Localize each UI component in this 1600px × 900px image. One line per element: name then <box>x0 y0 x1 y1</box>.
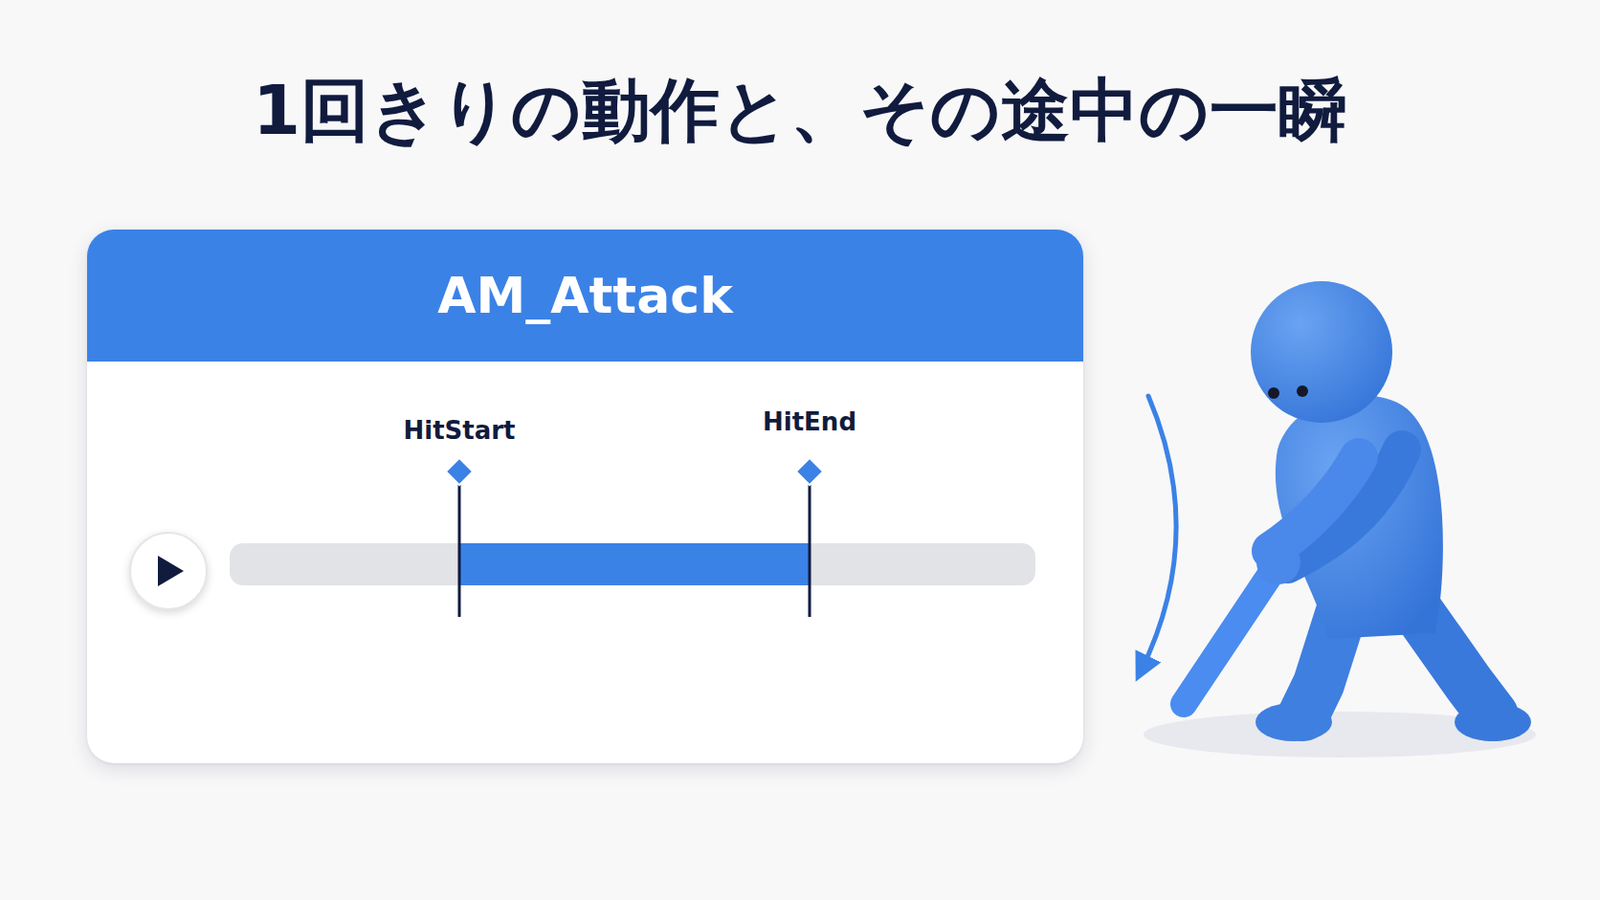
play-button <box>130 533 207 610</box>
animation-card: AM_Attack <box>87 229 1084 764</box>
marker-label: HitEnd <box>762 407 857 437</box>
title: 1回きりの動作と、その途中の一瞬 <box>0 68 1600 152</box>
figure-body <box>1183 281 1532 742</box>
eye <box>1267 387 1280 400</box>
play-icon <box>157 555 184 587</box>
marker-line <box>808 473 812 618</box>
hands <box>1256 540 1301 585</box>
marker-diamond <box>796 458 823 486</box>
head <box>1250 281 1393 423</box>
card-title: AM_Attack <box>437 266 733 325</box>
front-foot <box>1255 703 1333 742</box>
swing-arrow <box>1140 396 1177 672</box>
back-foot <box>1454 703 1532 742</box>
marker-diamond <box>445 458 473 486</box>
marker-line <box>458 473 462 618</box>
front-arm <box>1270 457 1359 552</box>
card-header: AM_Attack <box>87 229 1084 362</box>
marker-label: HitStart <box>402 416 515 445</box>
marker-label-wrap: HitStart <box>402 416 515 445</box>
timeline-track <box>229 543 1036 586</box>
eye <box>1296 385 1309 398</box>
hit-range <box>459 543 810 586</box>
marker-label-wrap: HitEnd <box>762 407 857 437</box>
